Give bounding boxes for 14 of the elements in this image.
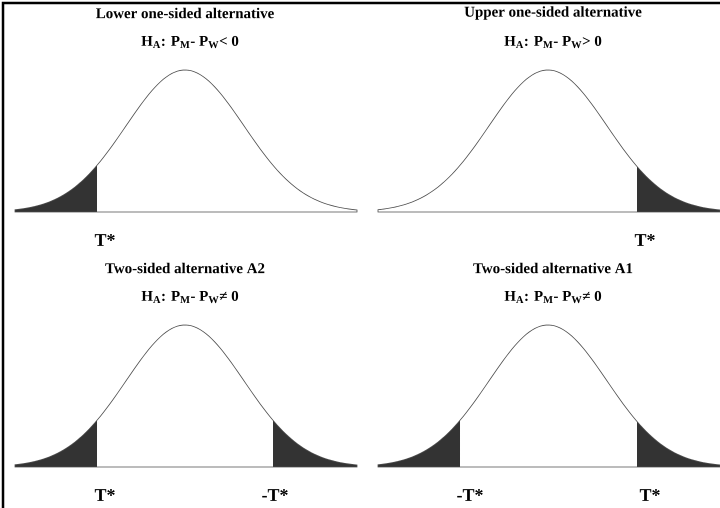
critical-value-label: -T*	[262, 489, 288, 501]
critical-value-label: T*	[94, 234, 115, 246]
panel-title: Lower one-sided alternative	[96, 8, 274, 18]
critical-value-label: T*	[634, 234, 655, 246]
hypothesis-formula: H$_{A}$: P$_{M}$- P$_{W}$≠ 0	[142, 290, 238, 304]
critical-value-label: T*	[640, 489, 660, 501]
hypothesis-formula: H$_{A}$: P$_{M}$- P$_{W}$< 0	[141, 36, 238, 48]
panel-title: Two-sided alternative A2	[105, 262, 264, 274]
hypothesis-formula: H$_{A}$: P$_{M}$- P$_{W}$> 0	[504, 36, 602, 48]
panel-title: Upper one-sided alternative	[464, 6, 642, 20]
critical-value-label: -T*	[457, 489, 483, 501]
panel-title: Two-sided alternative A1	[473, 262, 632, 274]
critical-value-label: T*	[94, 489, 115, 501]
hypothesis-formula: H$_{A}$: P$_{M}$- P$_{W}$≠ 0	[504, 290, 602, 304]
